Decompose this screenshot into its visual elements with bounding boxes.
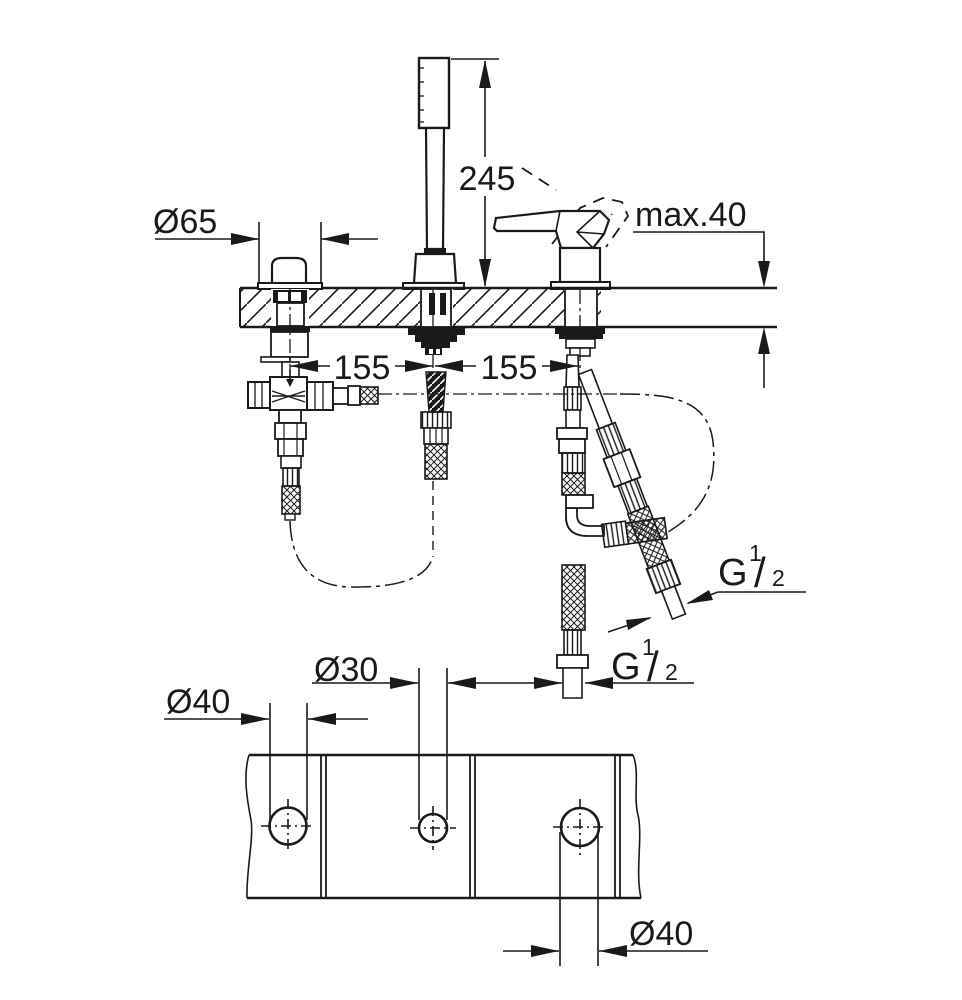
lever-handle [492,209,611,250]
shower-seal [424,248,446,254]
arrow-left-icon [435,360,463,372]
section-dividers [320,755,621,898]
arrow-up-icon [479,60,491,88]
diverter-body [247,370,379,411]
dimension-dia40-left: Ø40 [164,683,368,820]
arrow-left-icon [448,677,476,689]
dimension-dia65: Ø65 [153,203,378,286]
single-lever-mixer [492,197,630,290]
arrow-right-icon [534,677,562,689]
thread-sup: 1 [642,634,655,660]
leader-dashes [521,167,557,191]
braided-hose [281,485,301,515]
mixer-below-deck [555,288,715,621]
vertical-hose [556,354,594,509]
arrow-icon [626,617,652,630]
arrow-left-icon [599,945,627,957]
thread-slash: / [754,549,766,596]
shower-socket [412,252,458,285]
arrow-right-icon [531,945,559,957]
arrow-up-icon [758,327,770,354]
braided-hose [424,443,448,480]
hole-layout-view [245,753,642,900]
centerlines [289,289,620,588]
dim-label-dia40-right: Ø40 [629,915,693,953]
arrow-right-icon [390,677,418,689]
dimension-155-155: 155 155 [290,349,578,387]
break-line-right [632,754,642,899]
hole-center [410,806,456,850]
thread-slash: / [647,643,659,690]
dim-label-dia40-left: Ø40 [166,683,230,721]
arrow-right-icon [231,233,259,245]
arrow-down-icon [758,261,770,288]
dim-label-dia30: Ø30 [314,651,378,689]
dimension-max40: max.40 [633,196,770,388]
hose-loop-phantom [619,393,715,533]
shower-hose-end [556,564,589,699]
hose-cone [425,371,447,413]
arrow-left-icon [585,677,613,689]
diverter-trim-cap [257,256,323,290]
arrow-icon [686,590,713,604]
arrow-left-icon [290,360,318,372]
side-outlet-knurl [359,386,379,405]
left-hose-loop-phantom [289,520,434,588]
hole-left [261,799,315,853]
thread-sup: 1 [749,540,762,566]
thread-sub: 2 [665,659,678,685]
elbow-outlet [565,507,605,537]
arrow-left-icon [321,233,349,245]
lever-raised-outline [551,197,630,248]
thread-label-vertical: G 1 / 2 [448,564,694,699]
dimension-245: 245 [451,58,557,287]
hole-right [553,799,607,855]
dim-label-max40: max.40 [635,196,747,234]
arrow-right-icon [550,360,578,372]
side-outlet [332,387,349,405]
hand-shower [402,56,465,290]
dimension-dia40-right: Ø40 [503,832,708,966]
thread-base: G [718,552,748,594]
arrow-right-icon [405,360,433,372]
dim-label-dia65: Ø65 [153,203,217,241]
dim-label-155-right: 155 [481,349,538,387]
dim-label-155-left: 155 [334,349,391,387]
break-line-left [245,754,253,899]
dimension-dia30: Ø30 [312,651,476,820]
thread-base: G [611,646,641,688]
thread-label-diagonal: G 1 / 2 [607,540,806,633]
thread-sub: 2 [772,565,785,591]
deck-cross-section [239,286,777,329]
flow-arrow-icon [286,379,294,387]
shower-hose-fitting [408,288,465,480]
arrow-right-icon [241,713,269,725]
arrow-down-icon [479,259,491,287]
dim-label-245: 245 [459,160,516,198]
arrow-left-icon [308,713,336,725]
hose-adapter [274,422,307,457]
diagonal-hose [577,368,687,621]
mixer-body [558,246,602,284]
